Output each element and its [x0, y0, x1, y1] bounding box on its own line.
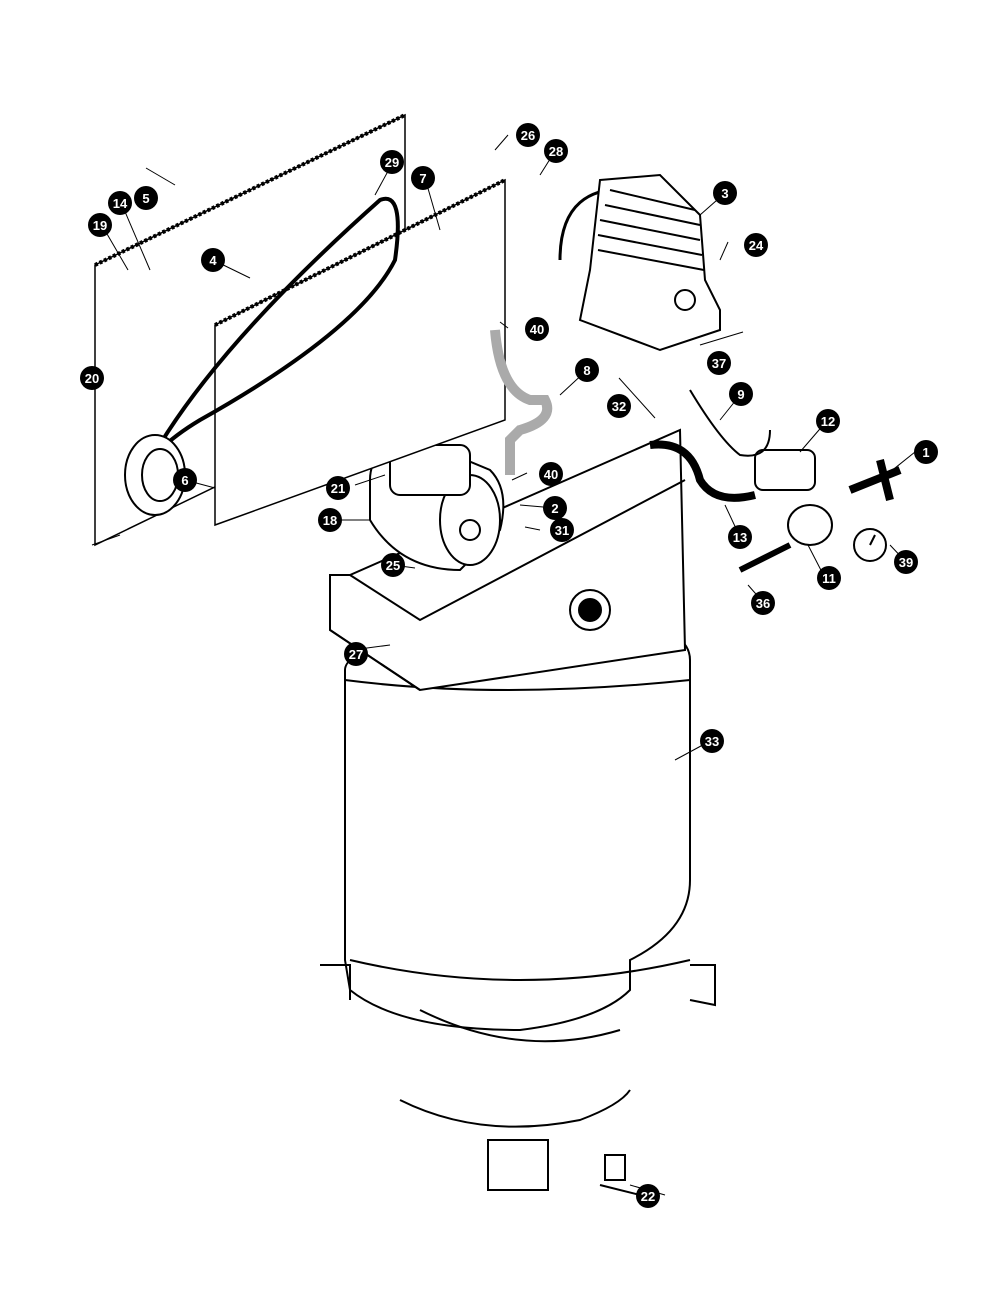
callout-26: 26 [516, 123, 540, 147]
svg-text:21: 21 [331, 481, 345, 496]
callout-21: 21 [326, 476, 350, 500]
callout-37: 37 [707, 351, 731, 375]
pump-assembly [558, 173, 721, 352]
svg-text:11: 11 [822, 571, 836, 586]
svg-text:2: 2 [551, 501, 558, 516]
callout-3: 3 [713, 181, 737, 205]
svg-text:25: 25 [386, 558, 400, 573]
callout-14: 14 [108, 191, 132, 215]
callout-20: 20 [80, 366, 104, 390]
callout-6: 6 [173, 468, 197, 492]
callout-24: 24 [744, 233, 768, 257]
callout-40-tank: 40 [539, 462, 563, 486]
svg-text:14: 14 [113, 196, 128, 211]
callout-22: 22 [636, 1184, 660, 1208]
callout-4: 4 [201, 248, 225, 272]
callout-12: 12 [816, 409, 840, 433]
svg-text:1: 1 [922, 445, 929, 460]
callout-11: 11 [817, 566, 841, 590]
callout-32: 32 [607, 394, 631, 418]
callout-27: 27 [344, 642, 368, 666]
v-belt [138, 196, 400, 481]
callout-8: 8 [575, 358, 599, 382]
motor-platform [329, 428, 687, 692]
drain-valve [599, 1154, 641, 1196]
svg-text:6: 6 [181, 473, 188, 488]
svg-text:32: 32 [612, 399, 626, 414]
svg-text:31: 31 [555, 523, 569, 538]
svg-text:29: 29 [385, 155, 399, 170]
svg-text:36: 36 [756, 596, 770, 611]
svg-text:3: 3 [721, 186, 728, 201]
callout-19: 19 [88, 213, 112, 237]
svg-text:18: 18 [323, 513, 337, 528]
motor [369, 443, 505, 572]
svg-text:40: 40 [530, 322, 544, 337]
svg-text:7: 7 [419, 171, 426, 186]
svg-text:26: 26 [521, 128, 535, 143]
callout-18: 18 [318, 508, 342, 532]
callout-1: 1 [914, 440, 938, 464]
svg-text:20: 20 [85, 371, 99, 386]
callout-28: 28 [544, 139, 568, 163]
safety-valve [738, 542, 792, 573]
callout-13: 13 [728, 525, 752, 549]
svg-text:12: 12 [821, 414, 835, 429]
svg-text:40: 40 [544, 467, 558, 482]
belt-guard-front [214, 178, 506, 527]
svg-text:39: 39 [899, 555, 913, 570]
svg-text:27: 27 [349, 647, 363, 662]
callout-29: 29 [380, 150, 404, 174]
svg-text:8: 8 [583, 363, 590, 378]
power-cord [649, 440, 756, 502]
svg-text:4: 4 [209, 253, 217, 268]
svg-text:19: 19 [93, 218, 107, 233]
service-valve [848, 459, 902, 501]
manifold [787, 504, 833, 546]
outlet-tube [490, 329, 553, 475]
callout-31: 31 [550, 518, 574, 542]
callouts: 1 2 3 4 5 6 7 8 9 11 12 13 14 18 19 20 2… [80, 123, 938, 1208]
svg-text:28: 28 [549, 144, 563, 159]
svg-text:24: 24 [749, 238, 764, 253]
pressure-switch [754, 449, 816, 491]
callout-9: 9 [729, 382, 753, 406]
svg-text:9: 9 [737, 387, 744, 402]
pressure-gauge [853, 528, 887, 562]
callout-33: 33 [700, 729, 724, 753]
tank [320, 617, 716, 1191]
unloader-tube [689, 389, 771, 457]
svg-text:37: 37 [712, 356, 726, 371]
callout-2: 2 [543, 496, 567, 520]
svg-text:22: 22 [641, 1189, 655, 1204]
callout-36: 36 [751, 591, 775, 615]
callout-40-pump: 40 [525, 317, 549, 341]
svg-text:13: 13 [733, 530, 747, 545]
svg-text:33: 33 [705, 734, 719, 749]
callout-25: 25 [381, 553, 405, 577]
callout-5: 5 [134, 186, 158, 210]
callout-7: 7 [411, 166, 435, 190]
callout-39: 39 [894, 550, 918, 574]
svg-text:5: 5 [142, 191, 149, 206]
